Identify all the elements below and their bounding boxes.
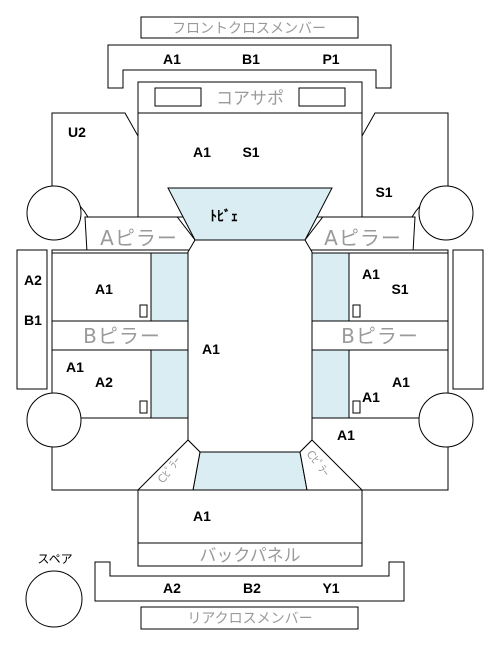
rear-cross-member-box: [140, 606, 359, 630]
left-front-handle: [139, 304, 148, 318]
right-rocker: [452, 249, 484, 390]
rear-bumper: [94, 561, 405, 602]
trunk-code: A1: [193, 508, 211, 524]
b-pillar-left: [51, 320, 189, 351]
headlight-right: [298, 87, 346, 107]
core-support-label: コアサポ: [216, 89, 284, 109]
hood-code-a1: A1: [193, 144, 211, 160]
rear-code-b2: B2: [243, 580, 261, 596]
front-code-a1: A1: [163, 51, 181, 67]
tire-front-left: [26, 185, 82, 241]
left-front-door-code: A1: [95, 281, 113, 297]
rear-code-a2: A2: [163, 580, 181, 596]
left-rocker-code-b1: B1: [24, 312, 42, 328]
rear-cross-member-label: リアクロスメンバー: [187, 611, 312, 627]
front-code-b1: B1: [242, 51, 260, 67]
right-front-handle: [352, 304, 361, 318]
right-front-code-s1: S1: [391, 281, 408, 297]
right-front-window: [311, 252, 350, 322]
trunk: [137, 489, 363, 544]
tire-front-right: [418, 185, 474, 241]
right-rear-handle: [352, 400, 361, 414]
a-pillar-left-label: Aピラー: [100, 226, 178, 250]
left-rear-window: [150, 349, 189, 419]
headlight-left: [154, 87, 202, 107]
rear-code-y1: Y1: [322, 580, 339, 596]
left-fender-code: U2: [68, 124, 86, 140]
front-cross-member-label: フロントクロスメンバー: [172, 21, 326, 37]
right-front-code-a1: A1: [362, 266, 380, 282]
right-rear-window: [311, 349, 350, 419]
roof-label: ﾄﾋﾞｪ: [210, 208, 238, 224]
b-pillar-left-label: Bピラー: [83, 324, 161, 348]
front-bumper: [107, 44, 392, 89]
left-rear-code-a2: A2: [95, 374, 113, 390]
back-panel: [137, 542, 363, 567]
rear-window: [192, 451, 308, 491]
center-code: A1: [202, 341, 220, 357]
right-quarter-code: A1: [337, 427, 355, 443]
left-front-door: [51, 252, 152, 322]
right-front-door: [348, 252, 449, 322]
left-front-window: [150, 252, 189, 322]
a-pillar-right-label: Aピラー: [324, 226, 402, 250]
b-pillar-right-label: Bピラー: [341, 324, 419, 348]
front-cross-member-box: [140, 16, 359, 39]
right-fender-code: S1: [375, 184, 392, 200]
back-panel-label: バックパネル: [199, 546, 300, 566]
front-code-p1: P1: [322, 51, 339, 67]
left-rear-code-a1: A1: [66, 359, 84, 375]
left-rocker-code-a2: A2: [24, 272, 42, 288]
right-rear-code-a1-upper: A1: [392, 374, 410, 390]
left-rear-handle: [139, 400, 148, 414]
spare-label: スペア: [37, 552, 72, 566]
windshield: [167, 187, 333, 241]
tire-rear-right: [418, 392, 474, 448]
tire-rear-left: [26, 392, 82, 448]
right-rear-code-a1-lower: A1: [362, 389, 380, 405]
left-rocker: [16, 249, 48, 390]
spare-tire: [25, 570, 83, 628]
hood-code-s1: S1: [242, 144, 259, 160]
